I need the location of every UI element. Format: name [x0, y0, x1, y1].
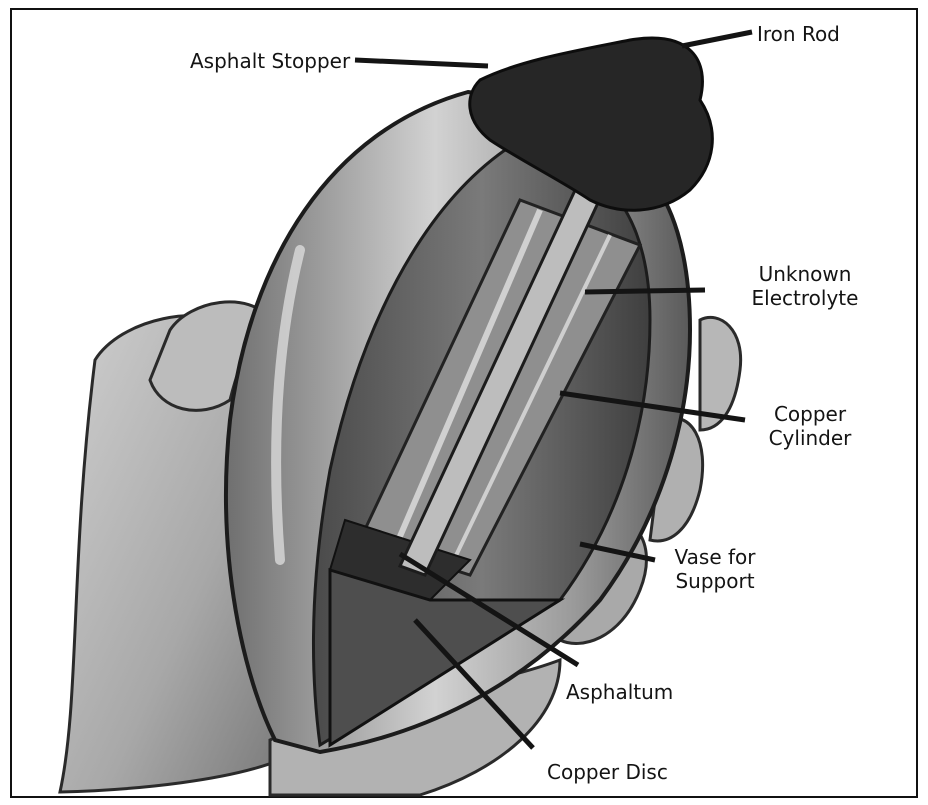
leader-iron-rod: [682, 32, 752, 46]
label-copper-cylinder: Copper Cylinder: [755, 402, 865, 450]
label-vase-for-support-line2: Support: [665, 569, 765, 593]
label-vase-for-support-line1: Vase for: [665, 545, 765, 569]
label-vase-for-support: Vase for Support: [665, 545, 765, 593]
leader-asphalt-stopper: [355, 60, 488, 66]
label-asphaltum: Asphaltum: [566, 680, 673, 704]
label-unknown-electrolyte-line2: Electrolyte: [745, 286, 865, 310]
label-unknown-electrolyte-line1: Unknown: [745, 262, 865, 286]
label-copper-cylinder-line1: Copper: [755, 402, 865, 426]
leader-unknown-electrolyte: [585, 290, 705, 292]
label-copper-cylinder-line2: Cylinder: [755, 426, 865, 450]
label-asphalt-stopper: Asphalt Stopper: [190, 49, 350, 73]
label-unknown-electrolyte: Unknown Electrolyte: [745, 262, 865, 310]
label-iron-rod: Iron Rod: [757, 22, 840, 46]
label-copper-disc: Copper Disc: [547, 760, 668, 784]
